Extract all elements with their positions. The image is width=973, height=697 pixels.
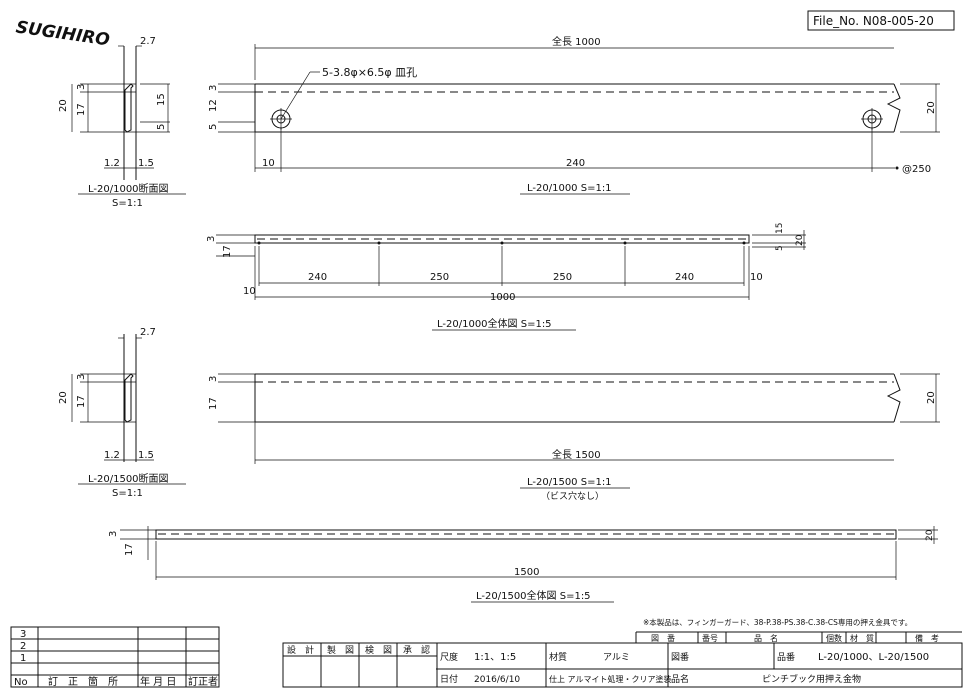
overall1000-dim-15: 15 <box>775 223 785 234</box>
drawing-label: 図番 <box>671 651 689 663</box>
total-length-1000: 全長 1000 <box>552 35 601 48</box>
revision-header-date: 年 月 日 <box>140 675 176 688</box>
file-no-box <box>807 10 955 31</box>
overall1000-dim-17: 17 <box>222 245 233 258</box>
overall1000-span-3: 250 <box>553 272 572 283</box>
section1500-dim-1-2: 1.2 <box>104 450 120 461</box>
caption-1500-note: （ビス穴なし） <box>541 490 604 502</box>
overall1500-dim-20: 20 <box>925 529 935 541</box>
revision-header-person: 訂正者 <box>188 675 218 688</box>
material-label: 材質 <box>549 651 567 663</box>
list-header-number: 番号 <box>702 633 718 643</box>
dim-240: 240 <box>566 158 585 169</box>
dim-left-12: 12 <box>208 99 219 112</box>
overall1500-total: 1500 <box>514 567 539 578</box>
dim-17: 17 <box>76 103 87 116</box>
caption-1500: L-20/1500 S=1:1 <box>527 477 612 488</box>
list-header-remarks: 備 考 <box>915 633 939 643</box>
section1500-dim-3: 3 <box>76 374 87 380</box>
overall1000-dim-5: 5 <box>775 245 785 251</box>
dim-10: 10 <box>262 158 275 169</box>
section1500-dim-2-7: 2.7 <box>140 327 156 338</box>
section1500-dim-17: 17 <box>76 395 87 408</box>
scale-value: 1:1、1:5 <box>474 652 516 663</box>
overall-view-1000: 3 17 15 5 20 240 250 250 240 10 10 1000 … <box>206 223 806 331</box>
logo: SUGIHIRO <box>15 18 111 51</box>
dim-3: 3 <box>76 84 87 90</box>
product-value: L-20/1000、L-20/1500 <box>818 652 929 663</box>
section-view-1500: 2.7 20 17 3 1.2 1.5 L-20/1500断面図 S=1:1 <box>58 327 186 499</box>
dim-15: 15 <box>156 93 167 106</box>
list-header-name: 品 名 <box>754 633 778 643</box>
revision-row-3: 3 <box>20 629 26 640</box>
overall1000-span-2: 250 <box>430 272 449 283</box>
hole-note: 5-3.8φ×6.5φ 皿孔 <box>322 66 417 79</box>
list-header-drawing: 図 番 <box>651 633 675 643</box>
total-length-1500: 全長 1500 <box>552 448 601 461</box>
elev1500-dim-3: 3 <box>208 376 219 382</box>
overall1000-caption: L-20/1000全体図 S=1:5 <box>437 317 552 330</box>
dim-right-20: 20 <box>926 101 937 114</box>
overall1500-dim-17: 17 <box>124 543 135 556</box>
name-value: ピンチブック用押え金物 <box>762 673 861 685</box>
dim-1-2: 1.2 <box>104 158 120 169</box>
revision-row-2: 2 <box>20 641 26 652</box>
list-header-material: 材 質 <box>850 633 874 643</box>
name-label: 品名 <box>671 673 689 685</box>
file-no: File_No. N08-005-20 <box>813 14 934 28</box>
overall-view-1500: 3 17 20 1500 L-20/1500全体図 S=1:5 <box>108 526 938 603</box>
revision-header-no: No <box>14 677 28 688</box>
section1500-dim-1-5: 1.5 <box>138 450 154 461</box>
overall1000-total: 1000 <box>490 292 515 303</box>
overall1000-span-4: 240 <box>675 272 694 283</box>
overall1000-dim-10-right: 10 <box>750 272 763 283</box>
section-view-1000: 2.7 20 17 3 15 5 1.2 1.5 L-20/1000断面図 S=… <box>58 36 186 209</box>
dim-left-5: 5 <box>208 124 219 130</box>
revision-table: 3 2 1 No 訂 正 箇 所 年 月 日 訂正者 <box>10 626 220 688</box>
product-note: ※本製品は、フィンガーガード、38-P.38-PS.38-C.38-CS専用の押… <box>643 617 912 627</box>
overall1500-caption: L-20/1500全体図 S=1:5 <box>476 589 591 602</box>
caption-1000: L-20/1000 S=1:1 <box>527 183 612 194</box>
section-scale-1000: S=1:1 <box>112 198 143 209</box>
overall1000-dim-10-left: 10 <box>243 286 256 297</box>
finish-value: 仕上 アルマイト処理・クリア塗装 <box>549 674 671 684</box>
logo-text: SUGIHIRO <box>15 18 111 51</box>
dim-1-5: 1.5 <box>138 158 154 169</box>
dim-20: 20 <box>58 99 69 112</box>
overall1000-span-1: 240 <box>308 272 327 283</box>
overall1000-dim-20: 20 <box>795 234 805 246</box>
dim-5: 5 <box>156 124 167 130</box>
elevation-1500: 3 17 20 全長 1500 L-20/1500 S=1:1 （ビス穴なし） <box>208 373 940 502</box>
scale-label: 尺度 <box>440 651 458 663</box>
title-drafting: 製 図 <box>327 644 354 656</box>
pitch-250: @250 <box>902 164 931 175</box>
title-approve: 承 認 <box>403 644 430 656</box>
product-label: 品番 <box>777 651 795 663</box>
section-caption-1000: L-20/1000断面図 <box>88 182 169 195</box>
date-value: 2016/6/10 <box>474 675 520 685</box>
dim-2-7: 2.7 <box>140 36 156 47</box>
section-scale-1500: S=1:1 <box>112 488 143 499</box>
overall1500-dim-3: 3 <box>108 531 119 537</box>
date-label: 日付 <box>440 674 458 685</box>
title-block: 設 計 製 図 検 図 承 認 図 番 番号 品 名 個数 材 質 備 考 尺度… <box>282 631 963 688</box>
dim-left-3: 3 <box>208 85 219 91</box>
elev1500-dim-17: 17 <box>208 397 219 410</box>
list-header-qty: 個数 <box>826 633 842 643</box>
overall1000-dim-3: 3 <box>206 236 217 242</box>
title-check: 検 図 <box>365 644 392 656</box>
elevation-1000: 全長 1000 3 12 5 20 5-3.8φ×6.5φ 皿孔 10 2 <box>208 35 940 195</box>
elev1500-dim-20: 20 <box>926 391 937 404</box>
revision-row-1: 1 <box>20 653 26 664</box>
revision-header-place: 訂 正 箇 所 <box>48 675 118 688</box>
section-caption-1500: L-20/1500断面図 <box>88 472 169 485</box>
title-design: 設 計 <box>287 644 314 656</box>
material-value: アルミ <box>603 653 630 663</box>
section1500-dim-20: 20 <box>58 391 69 404</box>
